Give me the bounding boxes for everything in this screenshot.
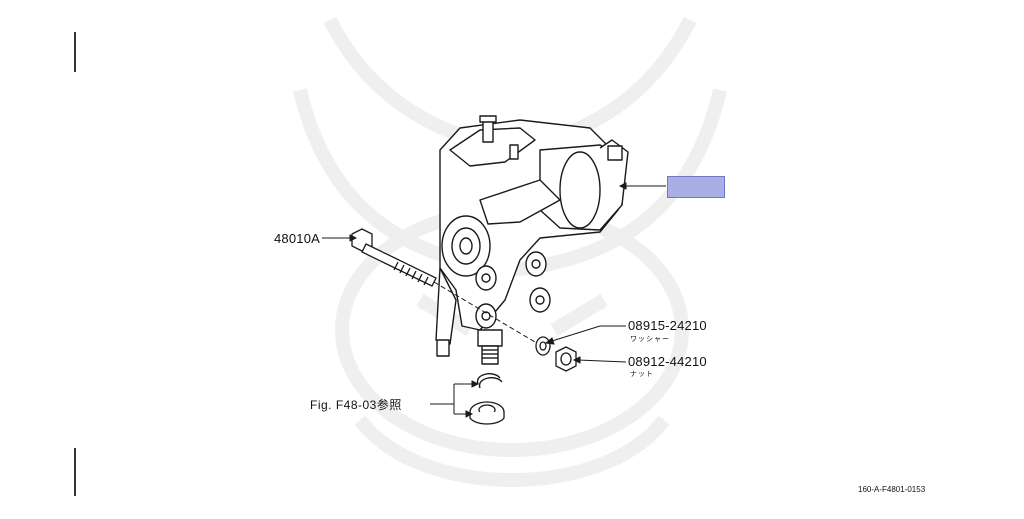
leader-lines xyxy=(322,182,666,418)
drawing-code: 160-A-F4801-0153 xyxy=(858,485,926,494)
nut-icon xyxy=(555,346,577,372)
part-label-nut[interactable]: 08912-44210 xyxy=(628,354,707,369)
snap-ring-icon xyxy=(476,373,503,389)
bolt-axis-line xyxy=(433,281,546,349)
seal-ring-icon xyxy=(469,401,505,425)
bolt-icon xyxy=(351,228,437,287)
part-sublabel-nut: ナット xyxy=(630,371,654,378)
part-label-bolt[interactable]: 48010A xyxy=(274,231,321,246)
part-label-washer[interactable]: 08915-24210 xyxy=(628,318,707,333)
margin-mark-bottom xyxy=(74,448,76,496)
figure-reference-note[interactable]: Fig. F48-03参照 xyxy=(310,398,402,412)
part-sublabel-washer: ワッシャー xyxy=(630,336,670,343)
steering-gear-box-icon xyxy=(435,115,629,365)
highlight-callout-box[interactable] xyxy=(667,176,725,198)
washer-icon xyxy=(535,336,551,356)
margin-mark-top xyxy=(74,32,76,72)
